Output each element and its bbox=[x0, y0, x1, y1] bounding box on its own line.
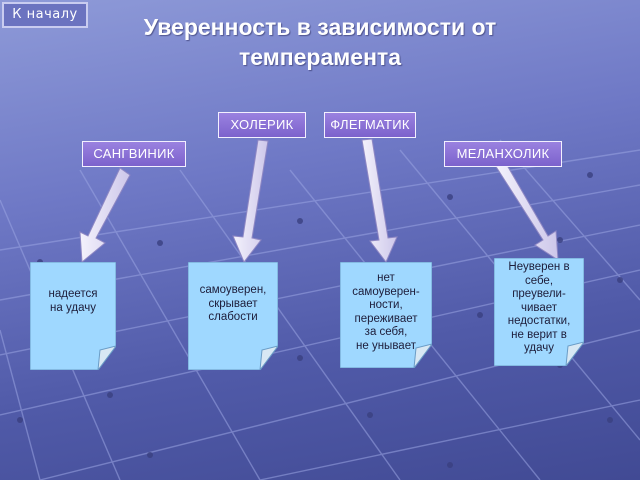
note-choleric: самоуверен, скрывает слабости bbox=[188, 262, 278, 370]
note-line: переживает bbox=[354, 312, 418, 325]
note-card-shape bbox=[340, 262, 432, 368]
note-line: на удачу bbox=[50, 301, 96, 314]
note-line: недостатки, bbox=[507, 315, 571, 327]
note-line: надеется bbox=[48, 288, 98, 300]
arrow-sanguine bbox=[79, 167, 131, 264]
arrow-choleric bbox=[232, 139, 269, 263]
note-line: за себя, bbox=[364, 326, 408, 338]
note-line: нет bbox=[377, 272, 395, 284]
note-line: удачу bbox=[524, 342, 554, 354]
note-melancholic: Неуверен в себе, преувели- чивает недост… bbox=[494, 258, 584, 366]
note-line: преувели- bbox=[512, 288, 566, 300]
note-sanguine-text: надеется на удачу bbox=[30, 288, 116, 315]
note-line: Неуверен в bbox=[508, 261, 570, 273]
note-melancholic-text: Неуверен в себе, преувели- чивает недост… bbox=[494, 261, 584, 356]
phlegmatic-label: ФЛЕГМАТИК bbox=[324, 112, 416, 138]
arrow-melancholic bbox=[494, 159, 559, 261]
note-card-shape bbox=[188, 262, 278, 370]
note-line: самоуверен, bbox=[199, 284, 267, 296]
note-card-shape bbox=[494, 258, 584, 366]
note-line: не унывает bbox=[356, 339, 416, 352]
note-line: ности, bbox=[369, 299, 403, 311]
note-line: не верит в bbox=[511, 328, 567, 341]
note-line: самоуверен- bbox=[352, 285, 420, 298]
sanguine-label: САНГВИНИК bbox=[82, 141, 186, 167]
slide-title: Уверенность в зависимости от темперамент… bbox=[143, 14, 497, 70]
note-phlegmatic: нет самоуверен- ности, переживает за себ… bbox=[340, 262, 432, 368]
note-line: себе, bbox=[524, 274, 554, 287]
note-line: скрывает bbox=[208, 297, 258, 310]
back-to-start-button[interactable]: К началу bbox=[2, 2, 88, 28]
melancholic-label: МЕЛАНХОЛИК bbox=[444, 141, 562, 167]
note-line: слабости bbox=[208, 311, 258, 323]
choleric-label: ХОЛЕРИК bbox=[218, 112, 306, 138]
note-card-shape bbox=[30, 262, 116, 370]
note-line: чивает bbox=[520, 301, 558, 314]
note-phlegmatic-text: нет самоуверен- ности, переживает за себ… bbox=[340, 272, 432, 353]
note-sanguine: надеется на удачу bbox=[30, 262, 116, 370]
note-choleric-text: самоуверен, скрывает слабости bbox=[188, 284, 278, 325]
arrow-phlegmatic bbox=[361, 138, 398, 263]
